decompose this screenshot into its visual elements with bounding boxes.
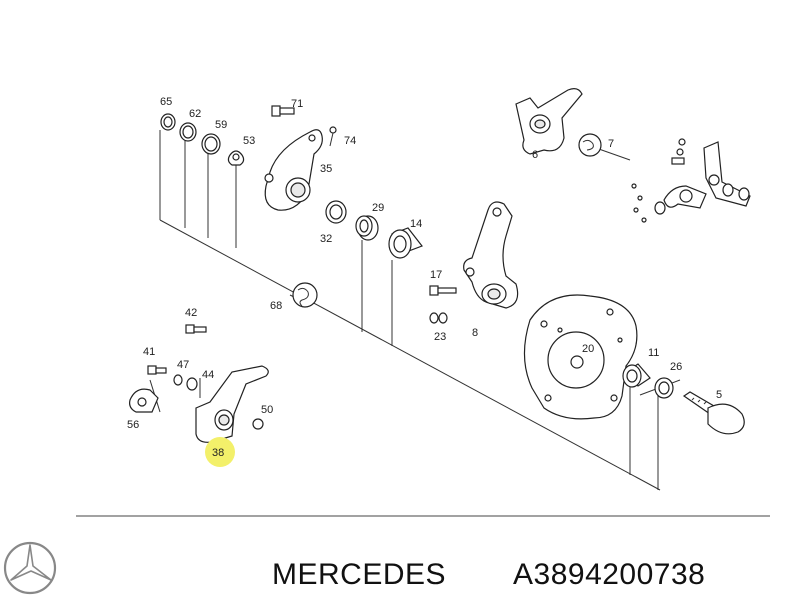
callout-56: 56	[127, 419, 139, 431]
seal-26	[654, 377, 674, 399]
callout-59: 59	[215, 119, 227, 131]
callout-32: 32	[320, 233, 332, 245]
callout-17: 17	[430, 269, 442, 281]
washer-62	[179, 122, 197, 142]
bushing-29	[355, 215, 379, 241]
callout-8: 8	[472, 327, 478, 339]
slack-adjuster-35	[264, 129, 323, 211]
callout-74: 74	[344, 135, 356, 147]
callout-11: 11	[648, 347, 659, 359]
callout-47: 47	[177, 359, 189, 371]
callout-14: 14	[410, 218, 422, 230]
mercedes-star-icon	[3, 541, 57, 595]
lever-38	[195, 365, 269, 443]
bolt-17	[429, 285, 457, 296]
adjuster-assembly	[631, 138, 751, 223]
seal-32	[325, 200, 347, 224]
callout-68: 68	[270, 300, 282, 312]
callout-29: 29	[372, 202, 384, 214]
callout-23: 23	[434, 331, 446, 343]
callout-65: 65	[160, 96, 172, 108]
washer-59	[201, 133, 221, 155]
nut-23	[429, 312, 448, 324]
washer-44	[186, 377, 198, 391]
highlight-38	[205, 437, 235, 467]
clip-7	[578, 133, 602, 157]
callout-44: 44	[202, 369, 214, 381]
callout-26: 26	[670, 361, 682, 373]
washer-50	[252, 418, 264, 430]
clip-68	[292, 282, 318, 308]
pin-74	[329, 126, 337, 147]
callout-6: 6	[532, 149, 538, 161]
callout-62: 62	[189, 108, 201, 120]
callout-7: 7	[608, 138, 614, 150]
callout-71: 71	[291, 98, 303, 110]
bolt-41	[147, 365, 167, 375]
lever-6	[515, 88, 583, 155]
callout-38: 38	[212, 447, 224, 459]
callout-20: 20	[582, 343, 594, 355]
bushing-11	[622, 363, 651, 388]
bracket-8	[463, 201, 519, 309]
bracket-56	[129, 388, 159, 413]
callout-50: 50	[261, 404, 273, 416]
clip-53	[227, 150, 245, 166]
part-number: A3894200738	[513, 558, 705, 591]
callout-35: 35	[320, 163, 332, 175]
callout-53: 53	[243, 135, 255, 147]
callout-labels: 65 62 59 53 71 74 35 32 29 14 68 17 23 8…	[127, 96, 722, 459]
callout-5: 5	[716, 389, 722, 401]
camshaft-5	[682, 391, 745, 435]
bolt-42	[185, 324, 207, 334]
bolt-71	[271, 105, 295, 117]
washer-65	[160, 113, 176, 131]
bushing-14	[388, 227, 423, 259]
callout-41: 41	[143, 346, 155, 358]
callout-42: 42	[185, 307, 197, 319]
backing-plate	[523, 294, 638, 420]
washer-47	[173, 374, 183, 386]
brand-name: MERCEDES	[272, 558, 446, 591]
